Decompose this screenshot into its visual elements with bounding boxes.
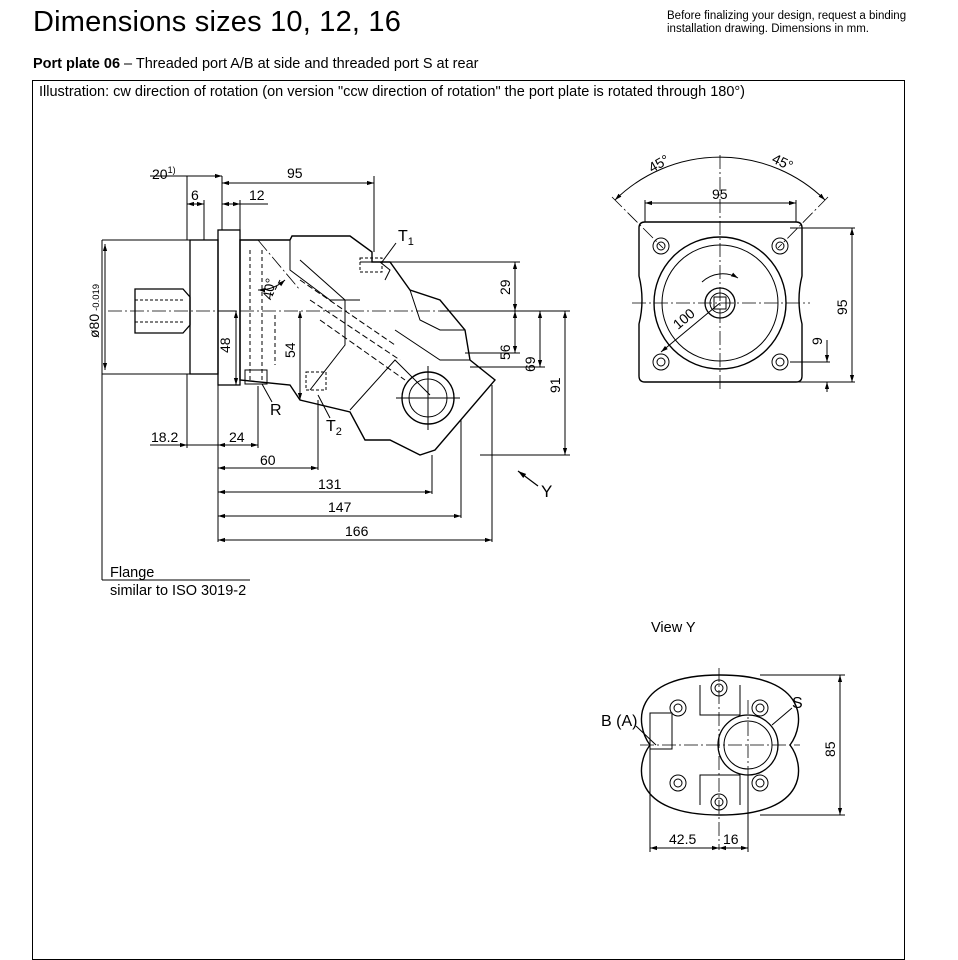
side-view [101,173,570,581]
dim-131: 131 [318,476,342,492]
side-view-labels: 201) 95 6 12 T1 40° 29 56 69 91 48 54 ø8… [86,165,563,599]
dim-95-front-right: 95 [834,299,850,315]
port-plate-description: – Threaded port A/B at side and threaded… [120,56,479,72]
flange-label: Flange [110,565,154,581]
page-title: Dimensions sizes 10, 12, 16 [33,6,402,38]
port-r-label: R [270,402,282,419]
port-t1-label: T1 [398,228,414,248]
section-subtitle: Port plate 06 – Threaded port A/B at sid… [33,56,478,72]
dim-60: 60 [260,452,276,468]
angle-45-right: 45° [770,150,796,173]
illustration-caption: Illustration: cw direction of rotation (… [39,84,746,100]
dim-12: 12 [249,187,265,203]
view-y-labels: View Y B (A) S 85 42.5 16 [601,620,838,847]
dim-54: 54 [282,342,298,358]
dim-24: 24 [229,429,245,445]
port-plate-label: Port plate 06 [33,56,121,72]
dim-95-side: 95 [287,165,303,181]
dim-95-front-top: 95 [712,186,728,202]
design-note-line2: installation drawing. Dimensions in mm. [667,23,869,35]
design-note: Before finalizing your design, request a… [667,10,937,36]
dim-56: 56 [497,344,513,360]
front-view-labels: 45° 45° 95 100 9 95 [646,150,851,345]
flange-standard: similar to ISO 3019-2 [110,583,246,599]
dim-42-5: 42.5 [669,831,696,847]
port-t2-label: T2 [326,418,342,438]
design-note-line1: Before finalizing your design, request a… [667,10,907,22]
dim-6: 6 [191,187,199,203]
shaft-diameter: ø80-0.019 [86,284,102,338]
dim-100: 100 [670,305,698,332]
dim-48: 48 [217,337,233,353]
port-ba-label: B (A) [601,713,637,730]
dim-166: 166 [345,523,369,539]
view-y-arrow-label: Y [541,482,552,501]
angle-40: 40° [259,277,278,301]
angle-45-left: 45° [646,151,672,175]
dim-29: 29 [497,279,513,295]
dim-18-2: 18.2 [151,429,178,445]
front-view [611,155,855,392]
dim-69: 69 [522,356,538,372]
view-y-drawing [635,668,845,852]
dim-91: 91 [547,377,563,393]
dim-16: 16 [723,831,739,847]
dim-20: 201) [152,165,176,182]
dim-85: 85 [822,741,838,757]
port-s-label: S [792,695,803,712]
dim-147: 147 [328,499,352,515]
dim-9: 9 [809,337,825,345]
view-y-title: View Y [651,620,696,636]
